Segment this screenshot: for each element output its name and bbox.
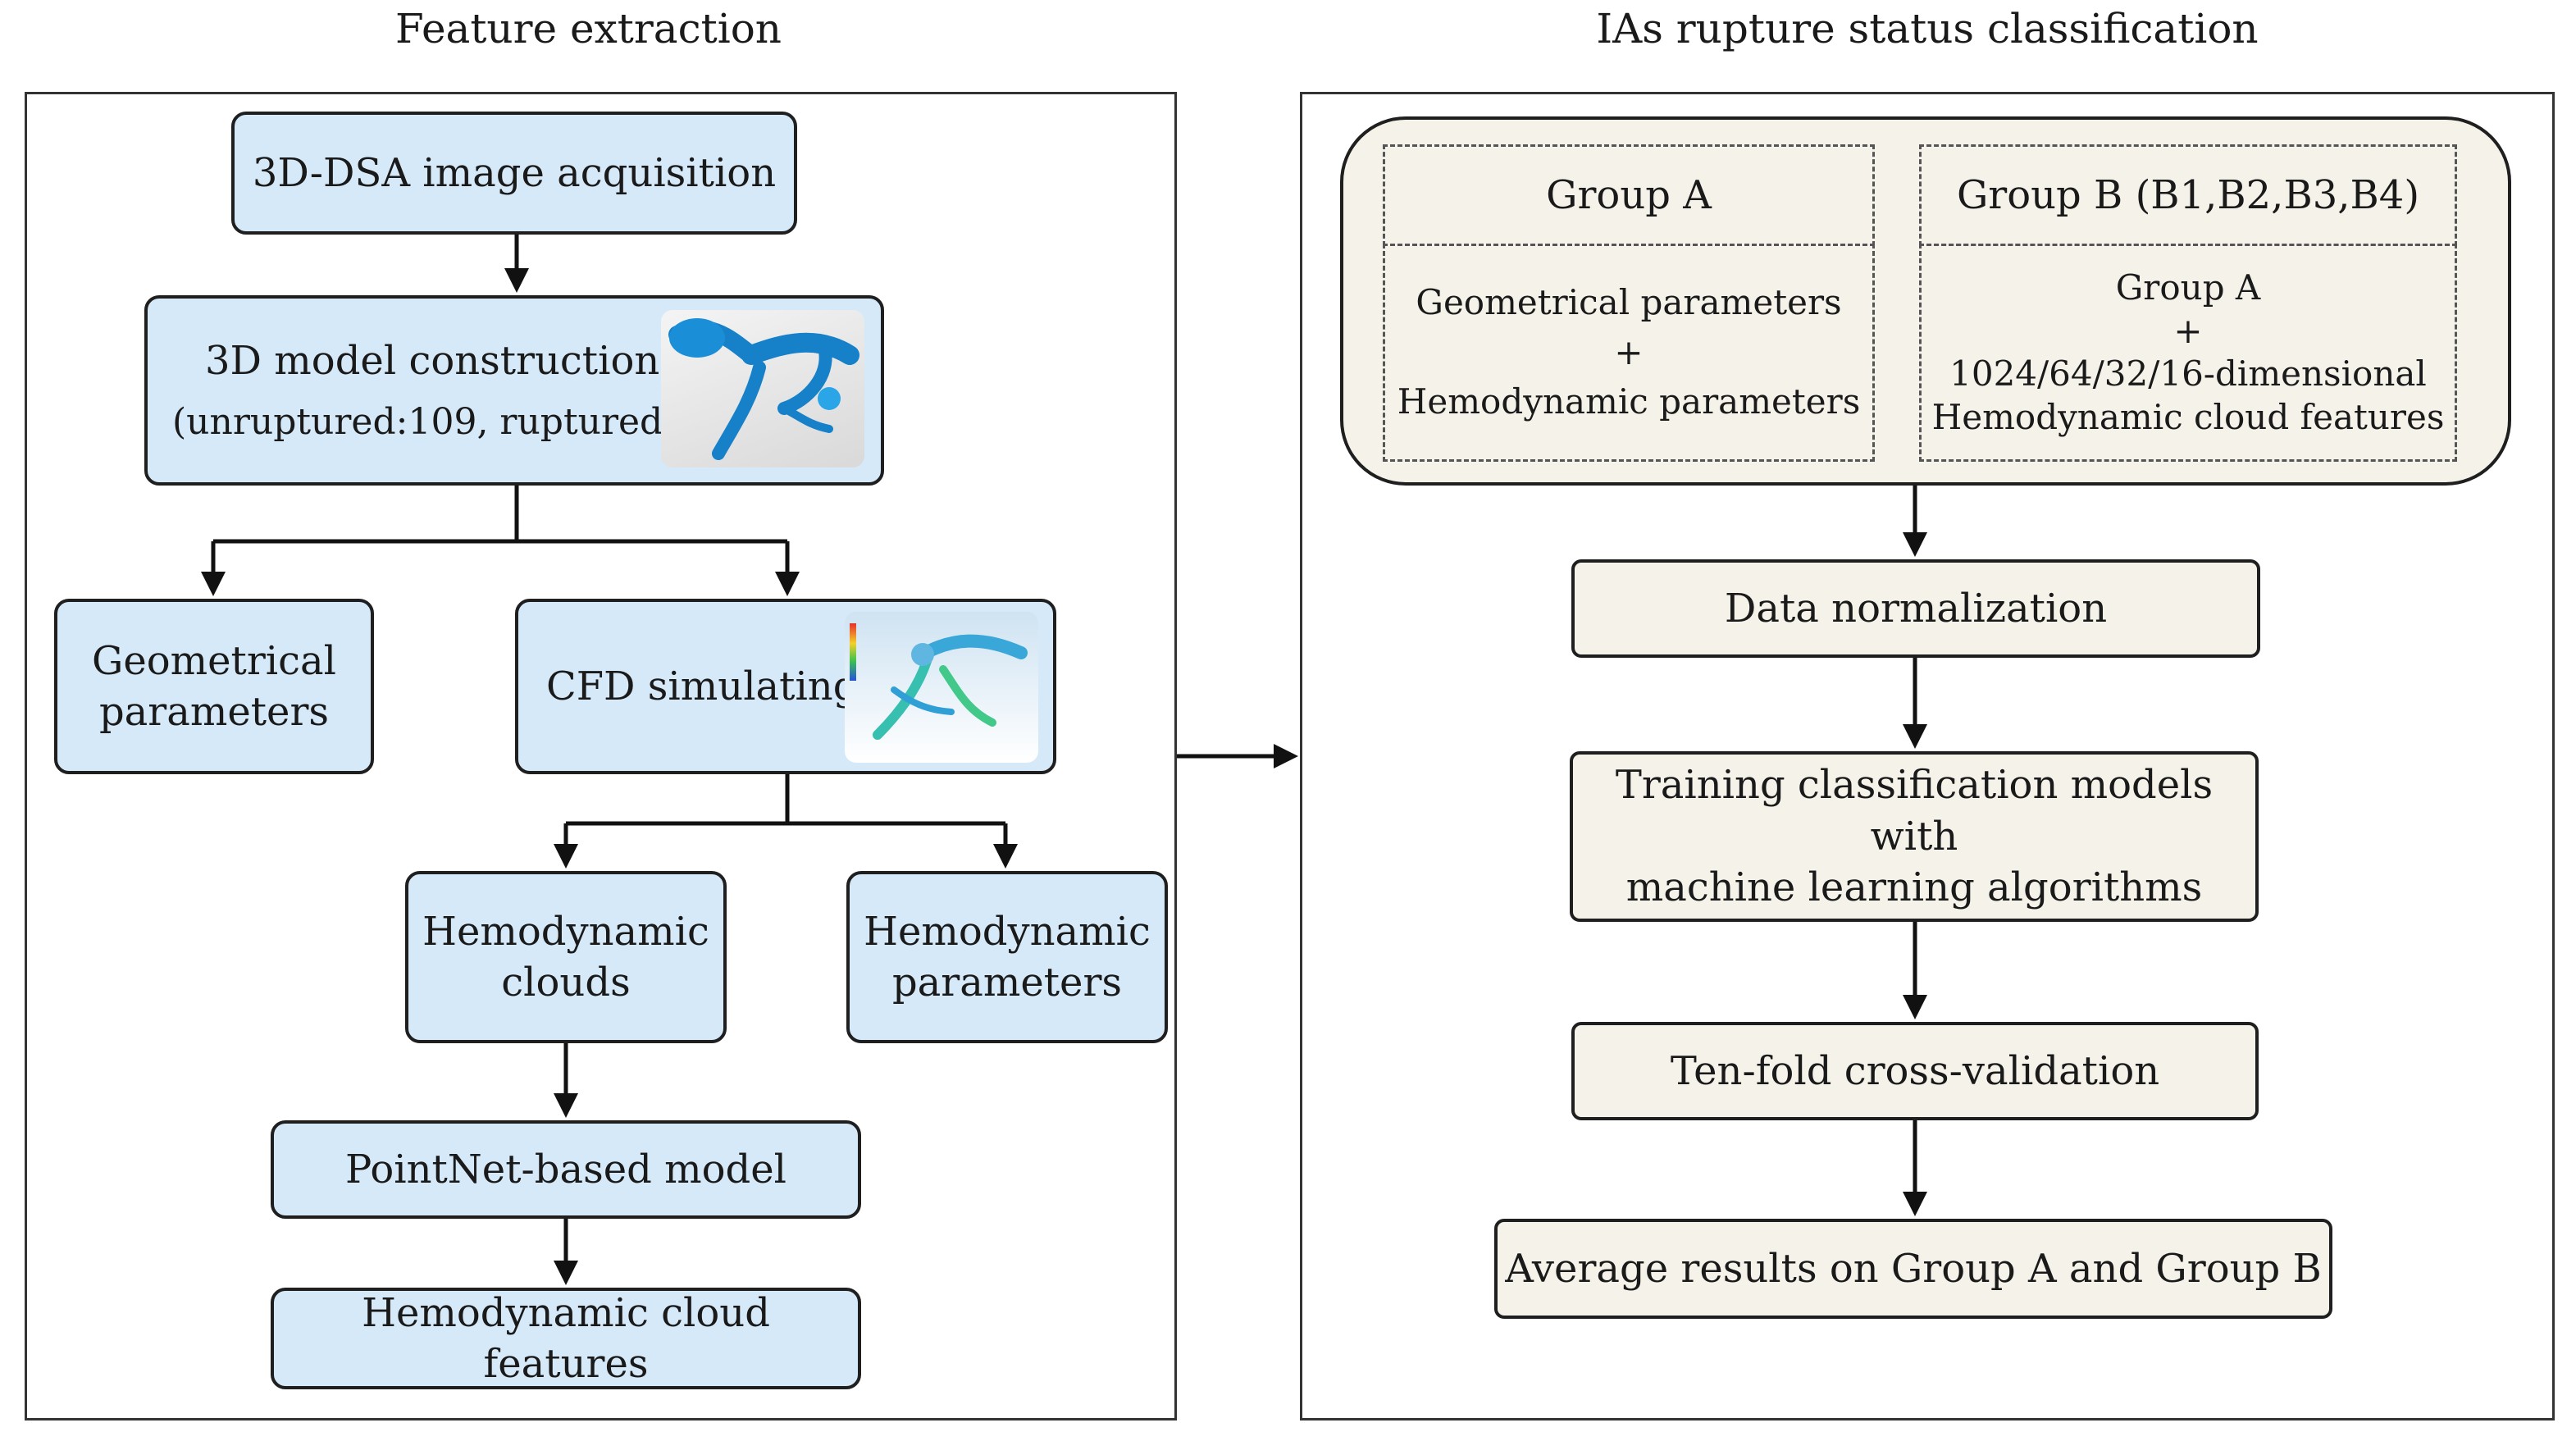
hemodynamic-clouds-label-1: Hemodynamic xyxy=(422,908,709,955)
group-a-plus: + xyxy=(1614,331,1644,372)
group-a-geometrical: Geometrical parameters xyxy=(1416,281,1842,322)
group-a-hemodynamic: Hemodynamic parameters xyxy=(1397,381,1861,422)
cloud-features-label: Hemodynamic cloud features xyxy=(362,1289,770,1387)
right-panel-title: IAs rupture status classification xyxy=(1596,5,2259,52)
group-a-title: Group A xyxy=(1546,172,1712,218)
acquisition-box: 3D-DSA image acquisition xyxy=(231,112,797,235)
training-box: Training classification models with mach… xyxy=(1570,751,2259,922)
left-panel-title: Feature extraction xyxy=(394,5,782,52)
group-b-title: Group B (B1,B2,B3,B4) xyxy=(1956,172,2420,218)
pointnet-label: PointNet-based model xyxy=(345,1146,786,1192)
normalization-box: Data normalization xyxy=(1571,559,2260,658)
cfd-simulation-image xyxy=(845,612,1038,763)
hemodynamic-parameters-label-2: parameters xyxy=(891,960,1123,1006)
hemodynamic-clouds-label-2: clouds xyxy=(501,960,631,1006)
model-construction-label: 3D model construction xyxy=(205,338,660,385)
geometrical-label-2: parameters xyxy=(98,689,330,735)
group-a-header: Group A xyxy=(1383,144,1875,246)
group-b-cloud-features: Hemodynamic cloud features xyxy=(1931,396,2445,437)
aneurysm-model-image xyxy=(661,310,864,467)
right-panel xyxy=(1300,92,2555,1420)
cloud-features-box: Hemodynamic cloud features xyxy=(271,1288,861,1389)
cross-validation-box: Ten-fold cross-validation xyxy=(1571,1022,2259,1120)
left-panel xyxy=(25,92,1177,1420)
cfd-label: CFD simulating xyxy=(546,663,859,709)
groups-container xyxy=(1340,116,2511,486)
pointnet-box: PointNet-based model xyxy=(271,1120,861,1219)
group-b-body: Group A + 1024/64/32/16-dimensional Hemo… xyxy=(1919,244,2457,462)
results-box: Average results on Group A and Group B xyxy=(1494,1219,2332,1319)
hemodynamic-clouds-box: Hemodynamic clouds xyxy=(405,871,727,1043)
hemodynamic-parameters-box: Hemodynamic parameters xyxy=(846,871,1168,1043)
training-label-1: Training classification models with xyxy=(1615,762,2214,860)
group-b-plus: + xyxy=(2173,310,2203,351)
group-b-dimensions: 1024/64/32/16-dimensional xyxy=(1949,353,2427,394)
geometrical-parameters-box: Geometrical parameters xyxy=(54,599,374,774)
group-a-body: Geometrical parameters + Hemodynamic par… xyxy=(1383,244,1875,462)
model-construction-counts: (unruptured:109, ruptured:40) xyxy=(172,400,736,443)
group-b-group-a: Group A xyxy=(2115,267,2261,308)
group-b-header: Group B (B1,B2,B3,B4) xyxy=(1919,144,2457,246)
geometrical-label-1: Geometrical xyxy=(91,637,336,684)
acquisition-label: 3D-DSA image acquisition xyxy=(252,149,777,196)
normalization-label: Data normalization xyxy=(1724,585,2108,632)
training-label-2: machine learning algorithms xyxy=(1625,864,2203,911)
results-label: Average results on Group A and Group B xyxy=(1505,1245,2322,1292)
hemodynamic-parameters-label-1: Hemodynamic xyxy=(864,908,1151,955)
cross-validation-label: Ten-fold cross-validation xyxy=(1670,1047,2160,1094)
